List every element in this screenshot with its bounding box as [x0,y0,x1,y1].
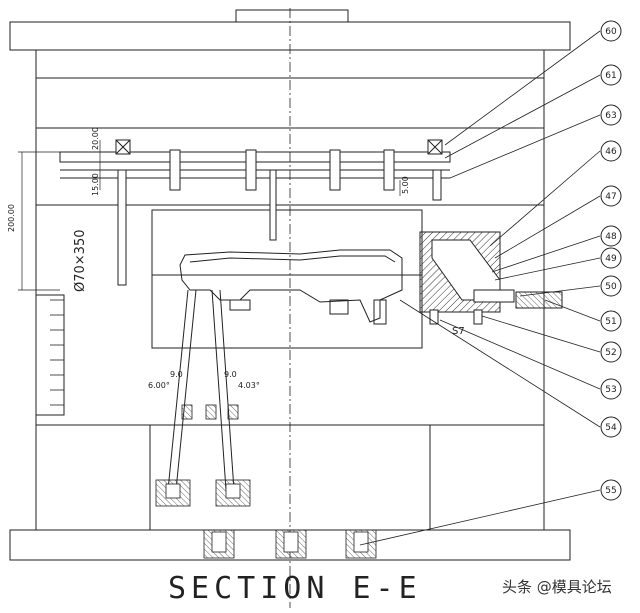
callout-number: 55 [605,486,616,496]
nozzle-1 [169,149,181,191]
dim-15-label: 15.00 [91,173,100,196]
sprue-pin [269,169,277,241]
callout-number: 49 [605,254,617,264]
val-9-right: 9.0 [224,370,237,379]
callout-number: 47 [605,192,616,202]
callout-52: 52 [600,341,622,363]
callout-63: 63 [600,104,622,126]
angle-6-label: 6.00° [148,381,170,390]
callout-49: 49 [600,247,622,269]
callout-number: 53 [605,385,616,395]
leader-pin-left [117,169,127,286]
dim-5-label: 5.00 [401,176,410,194]
callout-54: 54 [600,416,622,438]
ejector-pin-1 [167,289,189,491]
callout-60: 60 [600,20,622,42]
molded-part [179,249,403,325]
section-title: SECTION E-E [168,571,422,606]
callout-number: 63 [605,111,616,121]
callout-number: 61 [605,71,616,81]
leader-pin-right [432,169,442,201]
nozzle-3 [329,149,341,191]
callout-number: 54 [605,423,617,433]
nozzle-2 [245,149,257,191]
dim-200-label: 200.00 [7,204,16,232]
callout-46: 46 [600,140,622,162]
nozzle-4 [383,149,395,191]
callout-61: 61 [600,64,622,86]
callout-50: 50 [600,275,622,297]
callout-number: 51 [605,317,616,327]
leader-lines [359,30,601,546]
callout-number: 50 [605,282,617,292]
callout-55: 55 [600,479,622,501]
callout-number: 52 [605,348,616,358]
diameter-label: Ø70×350 [73,230,88,292]
val-9-left: 9.0 [170,370,183,379]
watermark: 头条 @模具论坛 [502,578,612,596]
callout-number: 46 [605,147,617,157]
locating-ring [235,9,349,23]
ejector-pin-2 [211,289,227,491]
s7-label: S7 [452,326,465,337]
callout-51: 51 [600,310,622,332]
callout-47: 47 [600,185,622,207]
angle-4-label: 4.03° [238,381,260,390]
slide-block [419,231,563,325]
dim-20-label: 20.00 [91,127,100,150]
callout-balloons: 60 61 63 46 47 48 49 50 51 52 53 54 55 [600,20,622,501]
left-rail [35,294,65,416]
callout-53: 53 [600,378,622,400]
callout-number: 48 [605,232,617,242]
callout-48: 48 [600,225,622,247]
callout-number: 60 [605,27,617,37]
